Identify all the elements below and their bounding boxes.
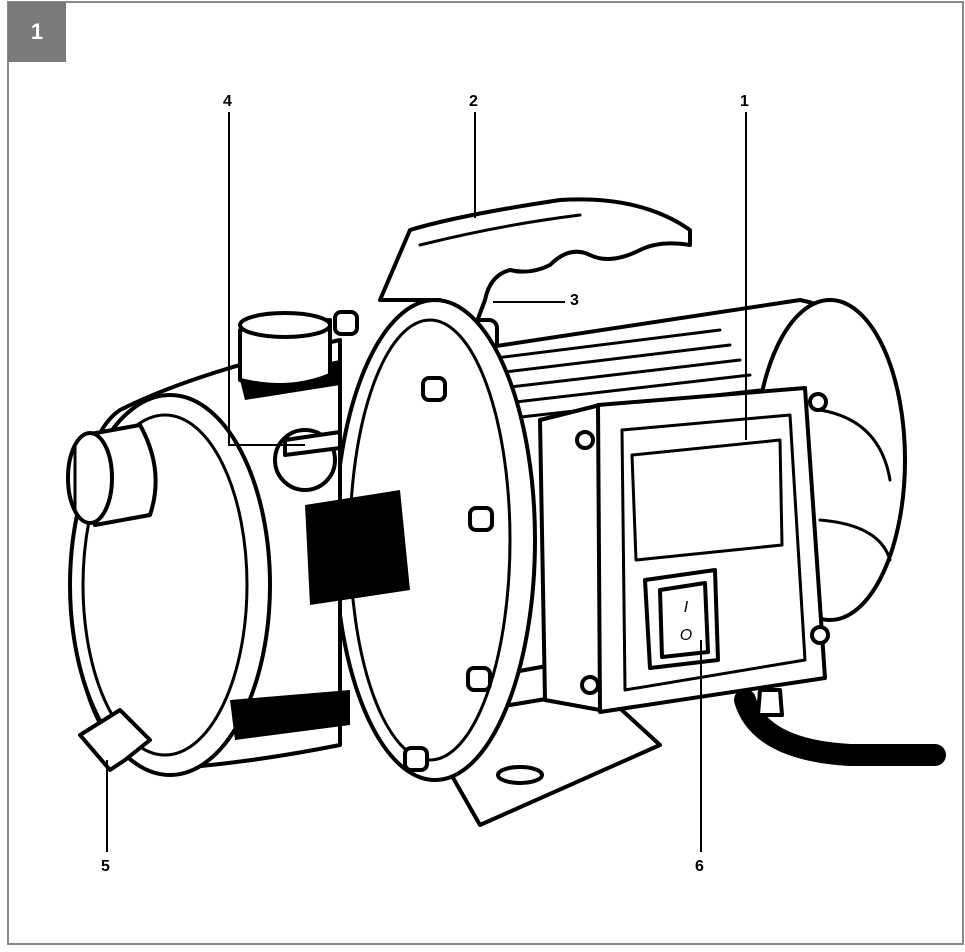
frame-border xyxy=(7,1,964,945)
suction-inlet-thread xyxy=(66,431,114,525)
flange-bolt xyxy=(468,506,494,532)
box-screw xyxy=(808,392,828,412)
box-screw xyxy=(575,430,595,450)
figure-number-badge: 1 xyxy=(8,2,66,62)
power-switch[interactable] xyxy=(658,581,710,659)
callout-4: 4 xyxy=(223,93,232,110)
power-cable xyxy=(734,689,946,766)
callout-2: 2 xyxy=(469,93,478,110)
switch-on-symbol: I xyxy=(684,599,689,616)
flange-bolt xyxy=(466,666,492,692)
callout-1: 1 xyxy=(740,93,749,110)
switch-box-side xyxy=(538,403,602,712)
flange-bolt xyxy=(333,310,359,336)
callout-6: 6 xyxy=(695,858,704,875)
callout-3: 3 xyxy=(570,292,579,309)
box-screw xyxy=(580,675,600,695)
switch-box-label-area xyxy=(630,438,784,562)
switch-off-symbol: O xyxy=(680,627,692,644)
filler-plug-grip xyxy=(283,430,342,457)
drain-plug xyxy=(78,708,152,772)
callout-5: 5 xyxy=(101,858,110,875)
flange-bolt xyxy=(403,746,429,772)
pressure-outlet-thread xyxy=(238,311,332,339)
leader-line-4 xyxy=(228,112,305,446)
base-mount-hole xyxy=(496,765,544,785)
cable-gland xyxy=(756,688,784,717)
box-screw xyxy=(810,625,830,645)
flange-bolt xyxy=(421,376,447,402)
label-plate xyxy=(305,490,410,605)
